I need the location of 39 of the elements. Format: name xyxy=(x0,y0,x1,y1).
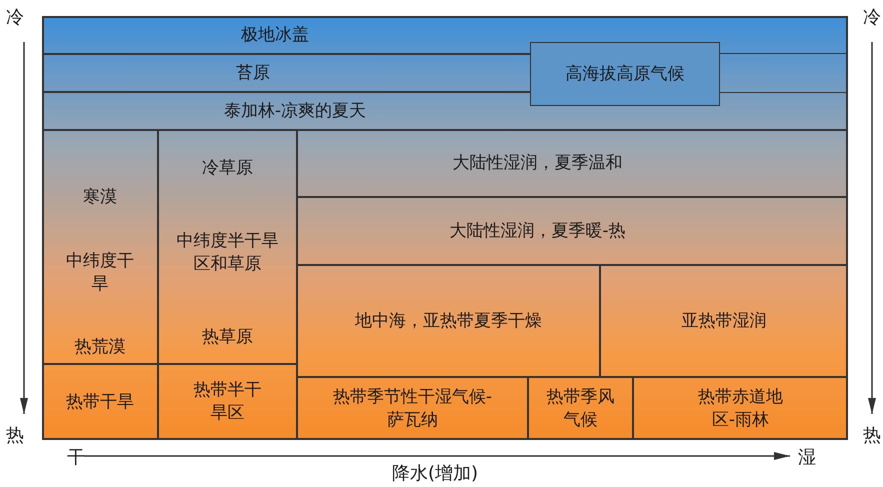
climate-label: 中纬度半干旱区和草原 xyxy=(176,230,280,276)
climate-label: 泰加林-凉爽的夏天 xyxy=(224,100,366,122)
climate-cell xyxy=(158,130,297,364)
climate-band xyxy=(42,54,530,92)
axis-label: 降水(增加) xyxy=(392,464,478,484)
climate-label: 热带季风气候 xyxy=(546,386,616,432)
climate-label: 热荒漠 xyxy=(74,336,126,359)
climate-label: 冷草原 xyxy=(202,157,253,180)
climate-cell xyxy=(297,265,600,377)
climate-label: 热带赤道地区-雨林 xyxy=(697,386,784,432)
climate-cell xyxy=(633,377,848,440)
climate-cell xyxy=(297,130,848,197)
climate-label: 寒漠 xyxy=(83,186,117,209)
climate-cell xyxy=(297,377,528,440)
climate-label: 大陆性湿润，夏季暖-热 xyxy=(449,220,626,242)
climate-label: 热带季节性干湿气候-萨瓦纳 xyxy=(332,386,494,432)
climate-label: 热带干旱 xyxy=(66,390,134,414)
climate-cell xyxy=(42,364,158,440)
climate-label: 热草原 xyxy=(202,326,253,349)
climate-cell xyxy=(42,130,158,364)
climate-cell xyxy=(600,265,848,377)
climate-label: 热带半干旱区 xyxy=(192,379,262,425)
axis-label: 热 xyxy=(863,426,881,446)
climate-label: 苔原 xyxy=(236,62,270,84)
climate-cell xyxy=(158,364,297,440)
climate-label: 亚热带湿润 xyxy=(682,310,766,332)
axis-label: 冷 xyxy=(863,8,881,28)
axis-label: 湿 xyxy=(798,448,816,468)
climate-label: 大陆性湿润，夏季温和 xyxy=(452,152,622,175)
climate-label: 地中海，亚热带夏季干燥 xyxy=(355,310,542,332)
climate-cell xyxy=(297,197,848,265)
axis-label: 冷 xyxy=(6,8,24,28)
climate-cell xyxy=(528,377,633,440)
axis-label: 干 xyxy=(67,448,85,468)
climate-label: 极地冰盖 xyxy=(241,24,309,46)
climate-label: 高海拔高原气候 xyxy=(566,62,684,86)
climate-label: 中纬度干旱 xyxy=(65,250,135,296)
axis-label: 热 xyxy=(6,426,24,446)
climate-box xyxy=(530,42,720,106)
